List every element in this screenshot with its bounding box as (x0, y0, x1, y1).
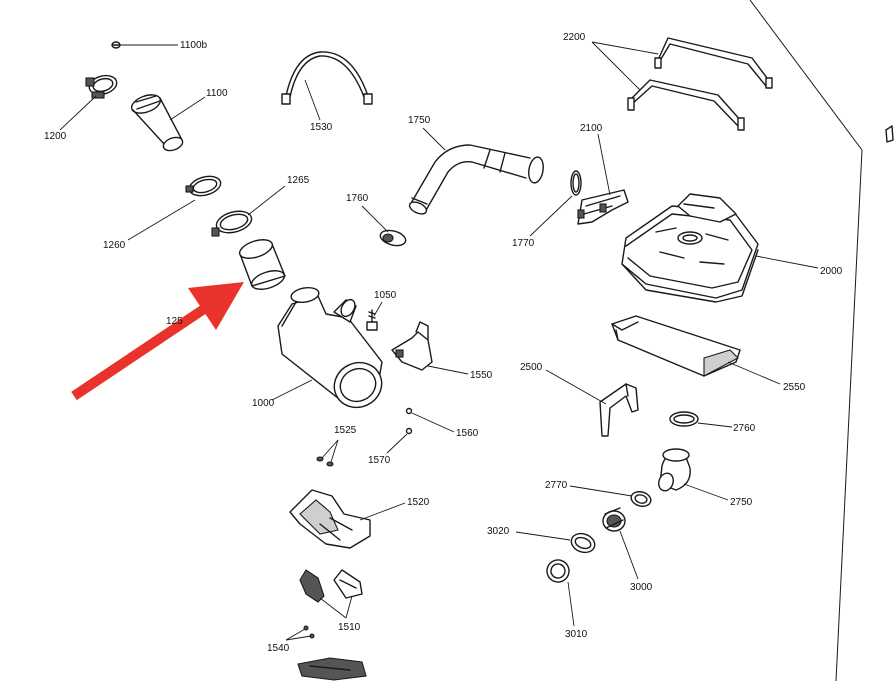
leader-3020 (515, 531, 571, 541)
label-2200: 2200 (563, 32, 586, 43)
part-2000-muffler-box (621, 193, 759, 303)
label-2770: 2770 (545, 480, 568, 491)
part-2200-straps (627, 37, 773, 131)
label-2000: 2000 (820, 266, 843, 277)
part-1770-ring (570, 170, 582, 196)
label-3020: 3020 (487, 526, 510, 537)
part-1200-clamp (85, 74, 118, 99)
leader-3010 (567, 581, 575, 627)
label-3000: 3000 (630, 582, 653, 593)
label-1750: 1750 (408, 115, 431, 126)
leader-2500 (545, 369, 607, 405)
leader-2200-a (591, 41, 659, 55)
part-1260-clamp (185, 175, 222, 197)
part-2100-bracket (577, 189, 629, 225)
leader-1540-a (285, 628, 306, 641)
leader-1510-b (345, 595, 353, 619)
red-pointer-arrow-icon (71, 282, 244, 401)
leader-1520 (359, 502, 406, 521)
part-3000-coupler (602, 507, 626, 532)
leader-2550 (727, 361, 781, 385)
label-1100: 1100 (206, 88, 228, 99)
label-1770: 1770 (512, 238, 535, 249)
part-1050-bolt (366, 309, 378, 331)
part-1000-main-muffler (277, 286, 383, 409)
label-2760: 2760 (733, 423, 756, 434)
label-1260: 1260 (103, 240, 126, 251)
leader-1525-b (330, 439, 339, 463)
part-1570-nut (405, 427, 413, 435)
part-1510-brackets (299, 569, 363, 603)
leader-2100 (597, 133, 611, 196)
part-1530-strap (281, 51, 373, 105)
label-1550: 1550 (470, 370, 493, 381)
label-1510: 1510 (338, 622, 361, 633)
label-1200: 1200 (44, 131, 67, 142)
leader-1260 (127, 199, 196, 241)
leader-1530 (304, 79, 321, 121)
leader-1000 (271, 379, 313, 401)
label-1520: 1520 (407, 497, 430, 508)
part-2760-ring (669, 411, 699, 427)
leader-1550 (427, 365, 469, 375)
part-1525-bolts (316, 456, 334, 467)
part-3010-ring (546, 559, 570, 583)
page-frame (749, 0, 863, 681)
label-2100: 2100 (580, 123, 603, 134)
leader-1510-a (319, 597, 347, 619)
label-1570: 1570 (368, 455, 391, 466)
part-2770-ring (630, 491, 652, 507)
label-1265: 1265 (287, 175, 310, 186)
label-125x: 125 (166, 316, 183, 327)
leader-1200 (59, 95, 97, 131)
part-1100-tailpipe (130, 94, 184, 152)
part-1265-ring (211, 210, 253, 237)
leader-2000 (755, 255, 819, 269)
leader-1525-a (321, 439, 339, 459)
leader-1570 (386, 433, 408, 454)
label-1560: 1560 (456, 428, 479, 439)
part-1560-nut (405, 407, 413, 415)
label-1050: 1050 (374, 290, 397, 301)
label-1000: 1000 (252, 398, 275, 409)
leader-3000 (619, 530, 639, 580)
part-2750-elbow (658, 448, 691, 492)
leader-1540-b (285, 635, 312, 641)
label-2500: 2500 (520, 362, 543, 373)
leader-1750 (422, 127, 446, 151)
leader-1560 (411, 412, 455, 433)
part-1760-clamp (379, 229, 407, 247)
leader-2200-b (591, 41, 641, 91)
part-1520-heat-shield (289, 489, 371, 549)
part-right-edge-partial (885, 125, 894, 143)
leader-1265 (247, 185, 286, 216)
leader-1100 (169, 96, 206, 121)
label-1540: 1540 (267, 643, 290, 654)
leader-2770 (569, 485, 633, 497)
part-3020-ring (570, 532, 596, 554)
part-bottom-partial (297, 657, 367, 681)
leader-2750 (683, 483, 729, 501)
label-3010: 3010 (565, 629, 588, 640)
leader-1050 (373, 301, 383, 317)
label-2750: 2750 (730, 497, 753, 508)
part-1550-bracket (391, 321, 433, 371)
part-1750-bent-pipe (408, 144, 544, 215)
label-1760: 1760 (346, 193, 369, 204)
leader-1760 (361, 205, 389, 233)
label-1530: 1530 (310, 122, 333, 133)
part-1540-screws (303, 625, 315, 639)
label-1100b: 1100b (180, 40, 208, 51)
part-1250-ring (238, 239, 286, 290)
leader-2760 (697, 422, 733, 428)
label-1525: 1525 (334, 425, 357, 436)
label-2550: 2550 (783, 382, 806, 393)
part-2550-heat-shield (611, 315, 741, 377)
leader-1770 (529, 195, 573, 237)
part-1100b (111, 41, 121, 49)
part-2500-bracket (599, 383, 639, 437)
